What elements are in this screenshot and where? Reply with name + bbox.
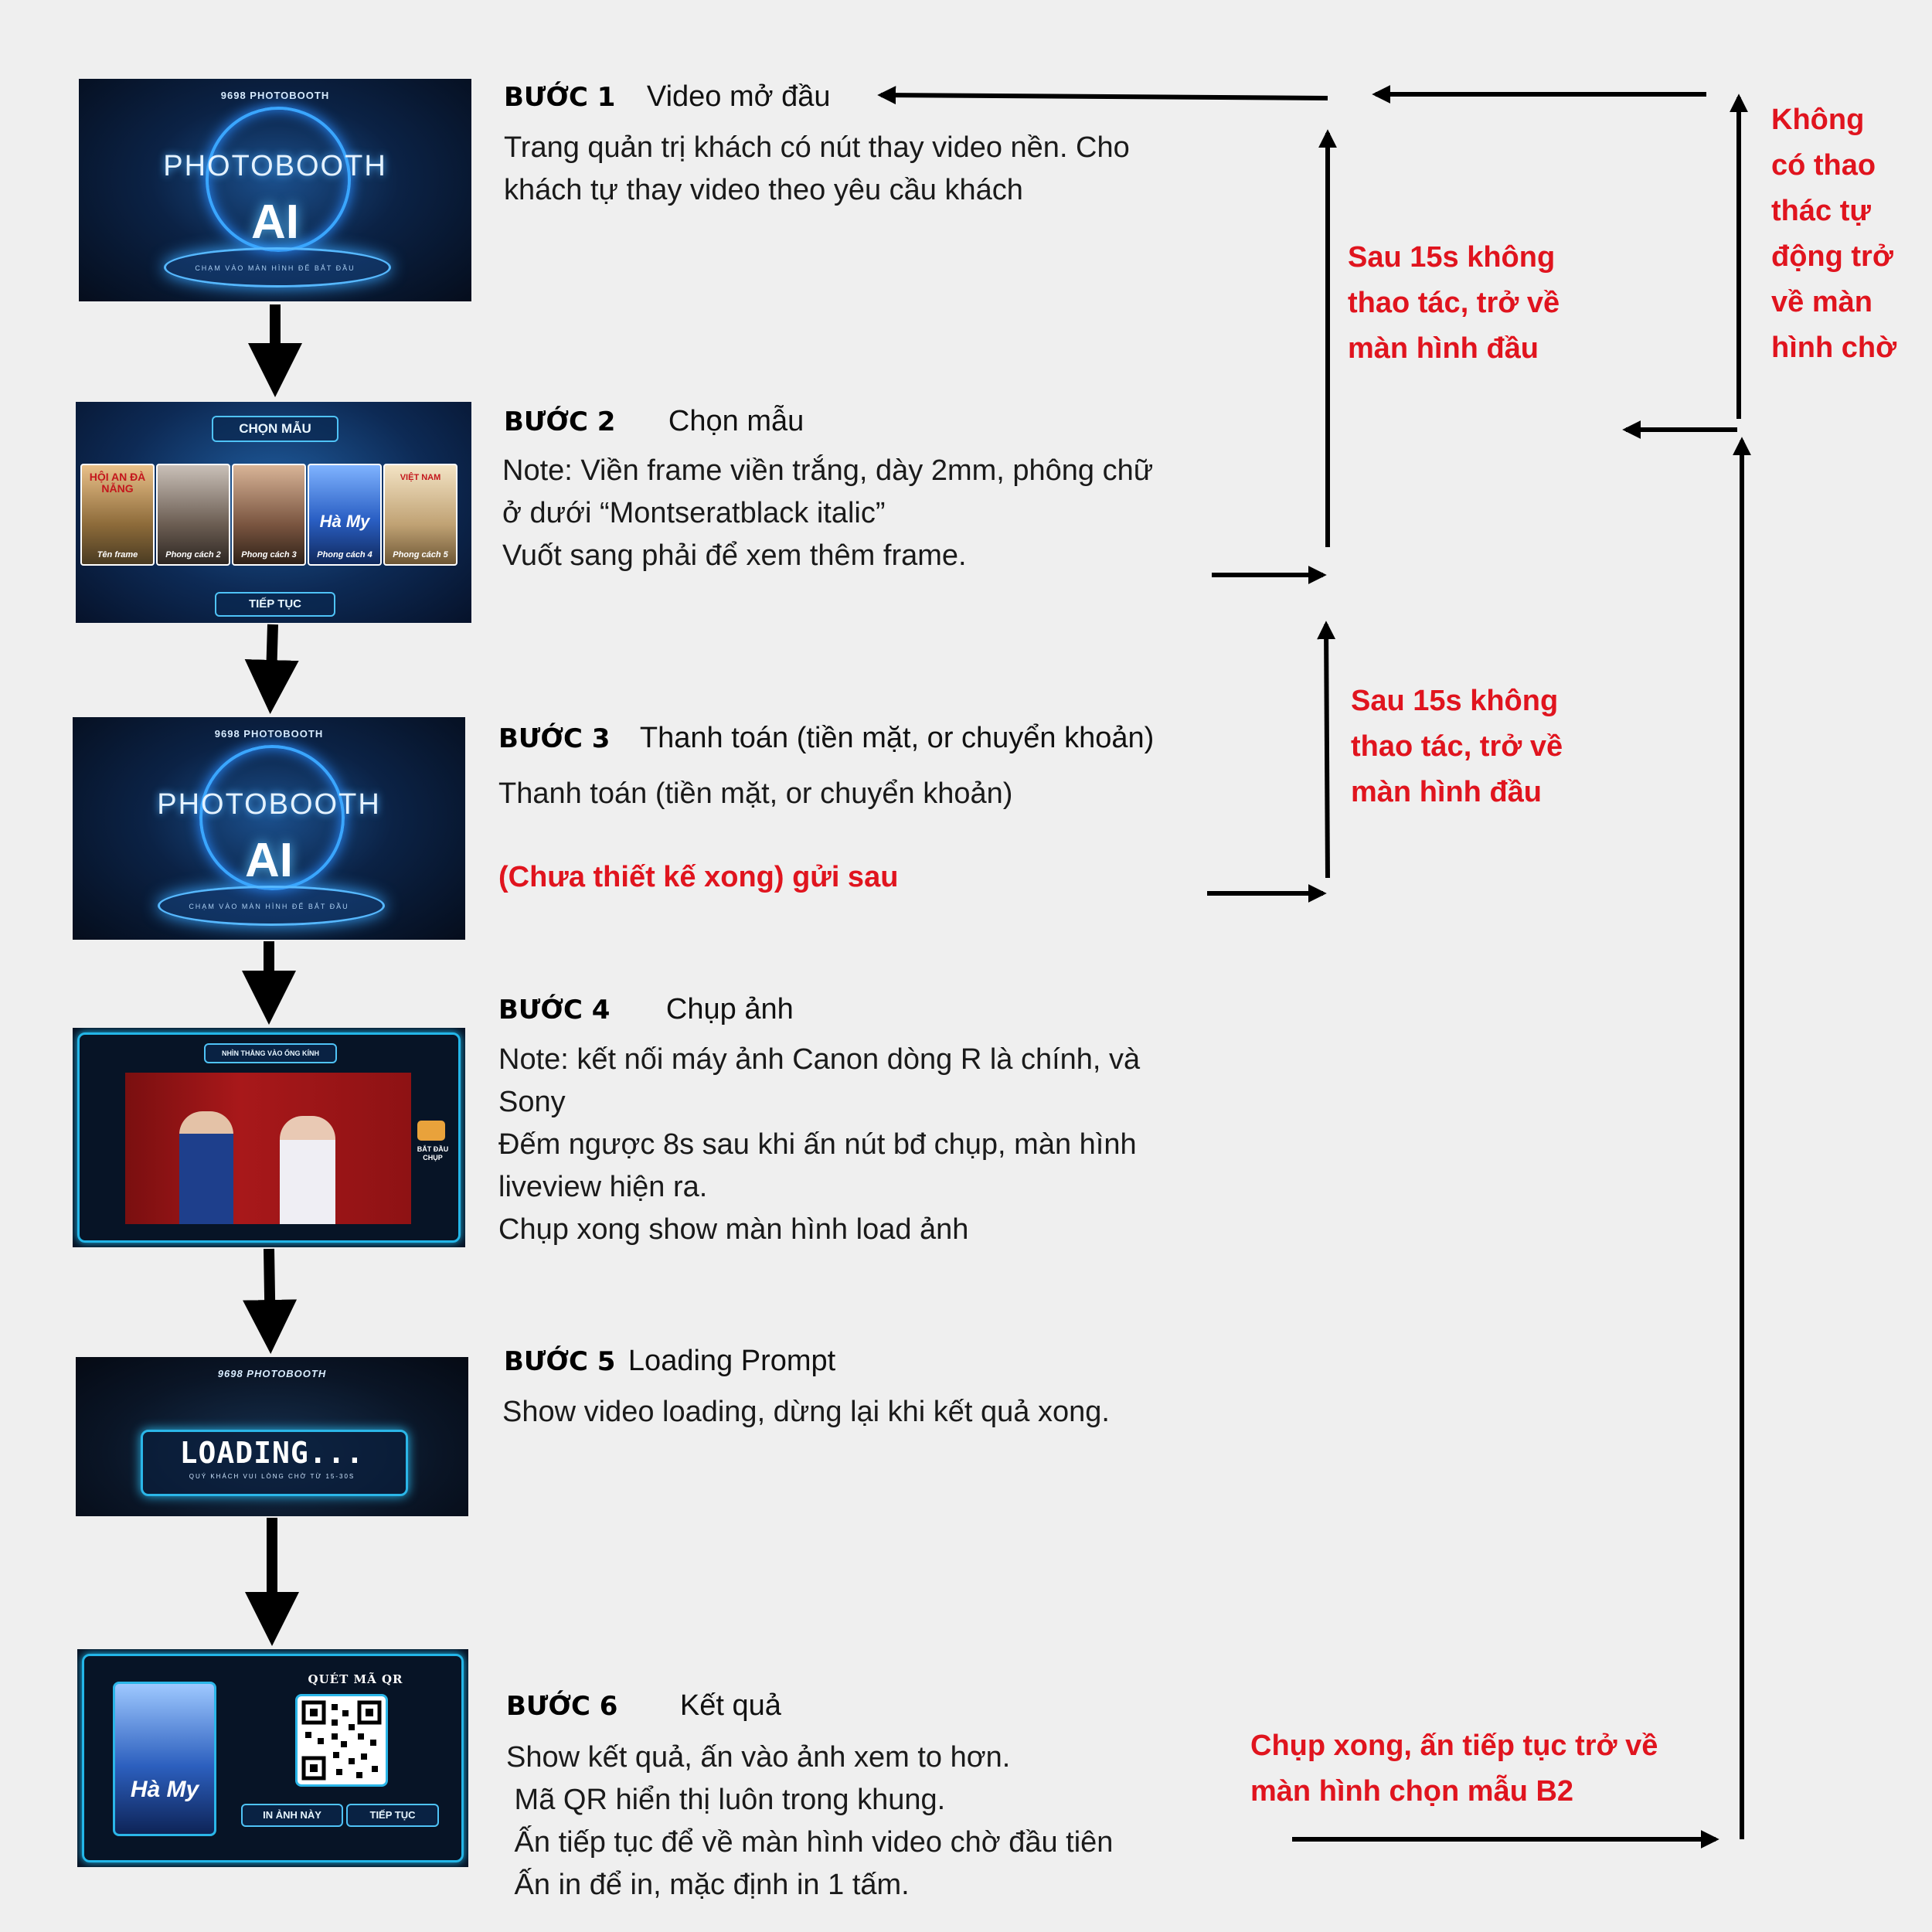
arrow-step2-step3 bbox=[270, 624, 273, 703]
arrow-to-step1 bbox=[881, 95, 1328, 98]
arrow-up-loop2 bbox=[1326, 624, 1328, 878]
arrow-step4-step5 bbox=[269, 1249, 270, 1343]
